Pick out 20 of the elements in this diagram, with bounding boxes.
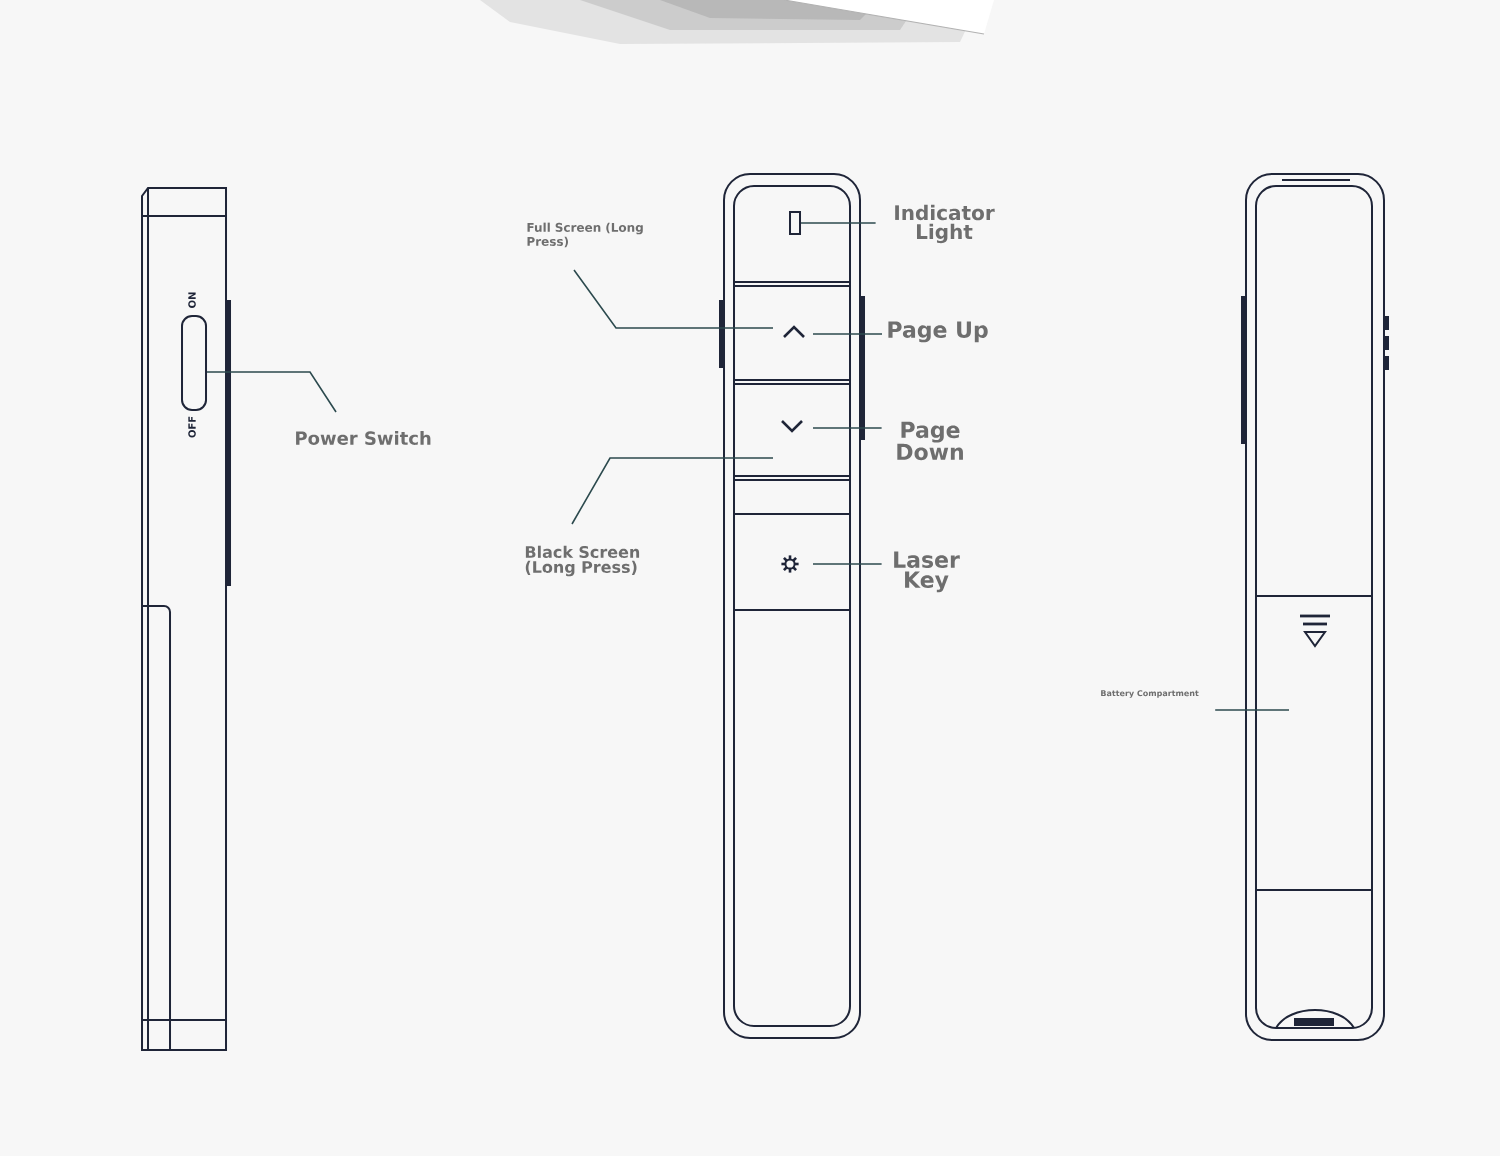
leader-line <box>571 457 774 525</box>
part-label: Indicator Light <box>895 204 995 244</box>
button <box>733 285 851 381</box>
leader-line <box>206 371 337 413</box>
part-label: Power Switch <box>296 431 431 445</box>
leader-line <box>812 333 883 335</box>
button <box>733 513 851 611</box>
leader-line <box>800 222 877 224</box>
slide-switch <box>181 315 207 411</box>
part-label: Black Screen (Long Press) <box>525 545 640 577</box>
indicator-light <box>789 211 801 235</box>
leader-line <box>812 563 883 565</box>
leader-line <box>812 427 883 429</box>
part-label: Page Down <box>897 421 963 461</box>
button <box>733 383 851 477</box>
leader-line <box>1214 709 1290 711</box>
part-label: Page Up <box>888 321 988 343</box>
battery-cover <box>1255 595 1373 891</box>
leader-line <box>573 269 774 329</box>
part-label: Laser Key <box>894 551 960 593</box>
